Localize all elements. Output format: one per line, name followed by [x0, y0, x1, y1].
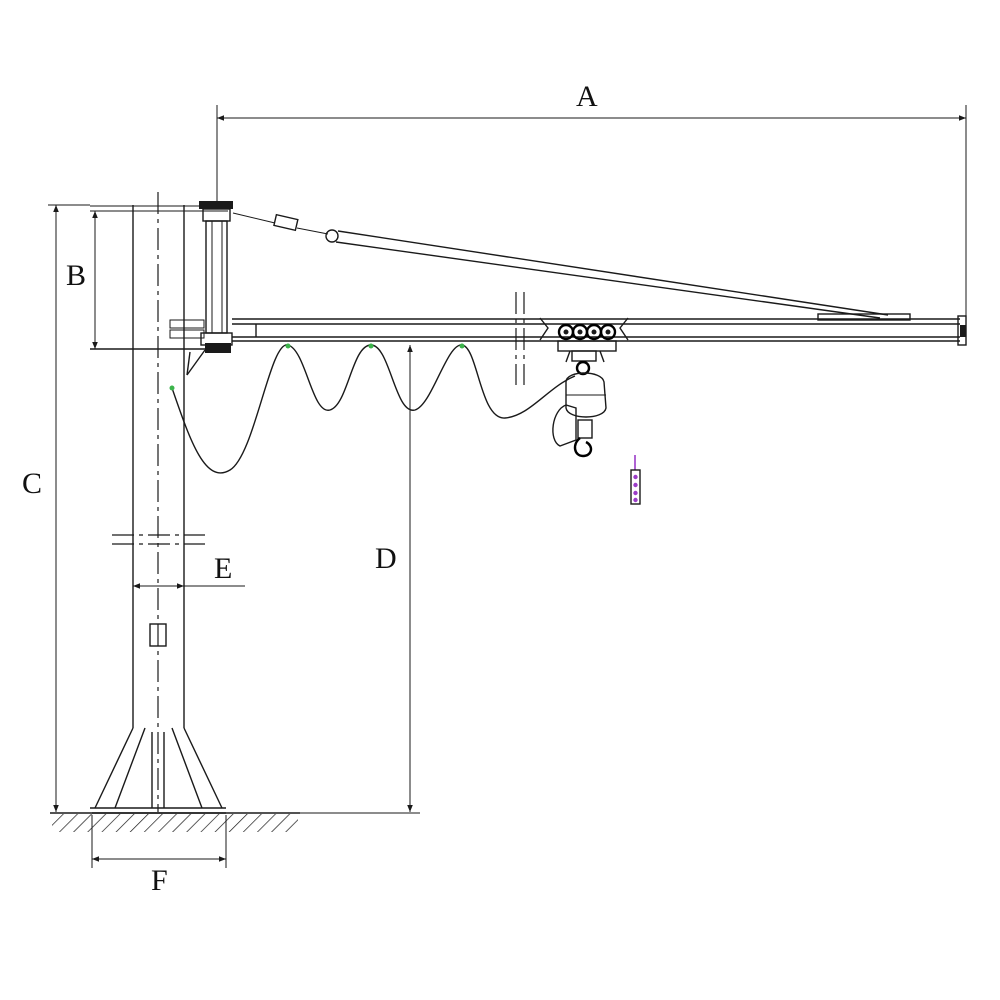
label-b: B [66, 259, 86, 292]
pendant-control [630, 455, 641, 505]
dimension-d [232, 345, 420, 814]
column-base [90, 727, 226, 814]
festoon-cable [171, 344, 576, 474]
boom-brace [186, 349, 206, 376]
cable-anchors [169, 343, 465, 391]
tie-rod [232, 212, 911, 321]
jib-boom [232, 292, 967, 385]
top-cap [90, 205, 230, 350]
trolley [539, 317, 629, 363]
dimension-c [48, 204, 90, 812]
electric-hoist [552, 360, 607, 458]
label-a: A [576, 80, 598, 113]
label-c: C [22, 467, 42, 500]
dimension-f [91, 815, 227, 868]
dimension-a [216, 105, 967, 345]
label-e: E [214, 552, 232, 585]
slewing-pivot [169, 201, 233, 353]
ground [50, 812, 300, 832]
label-f: F [151, 864, 168, 897]
label-d: D [375, 542, 397, 575]
